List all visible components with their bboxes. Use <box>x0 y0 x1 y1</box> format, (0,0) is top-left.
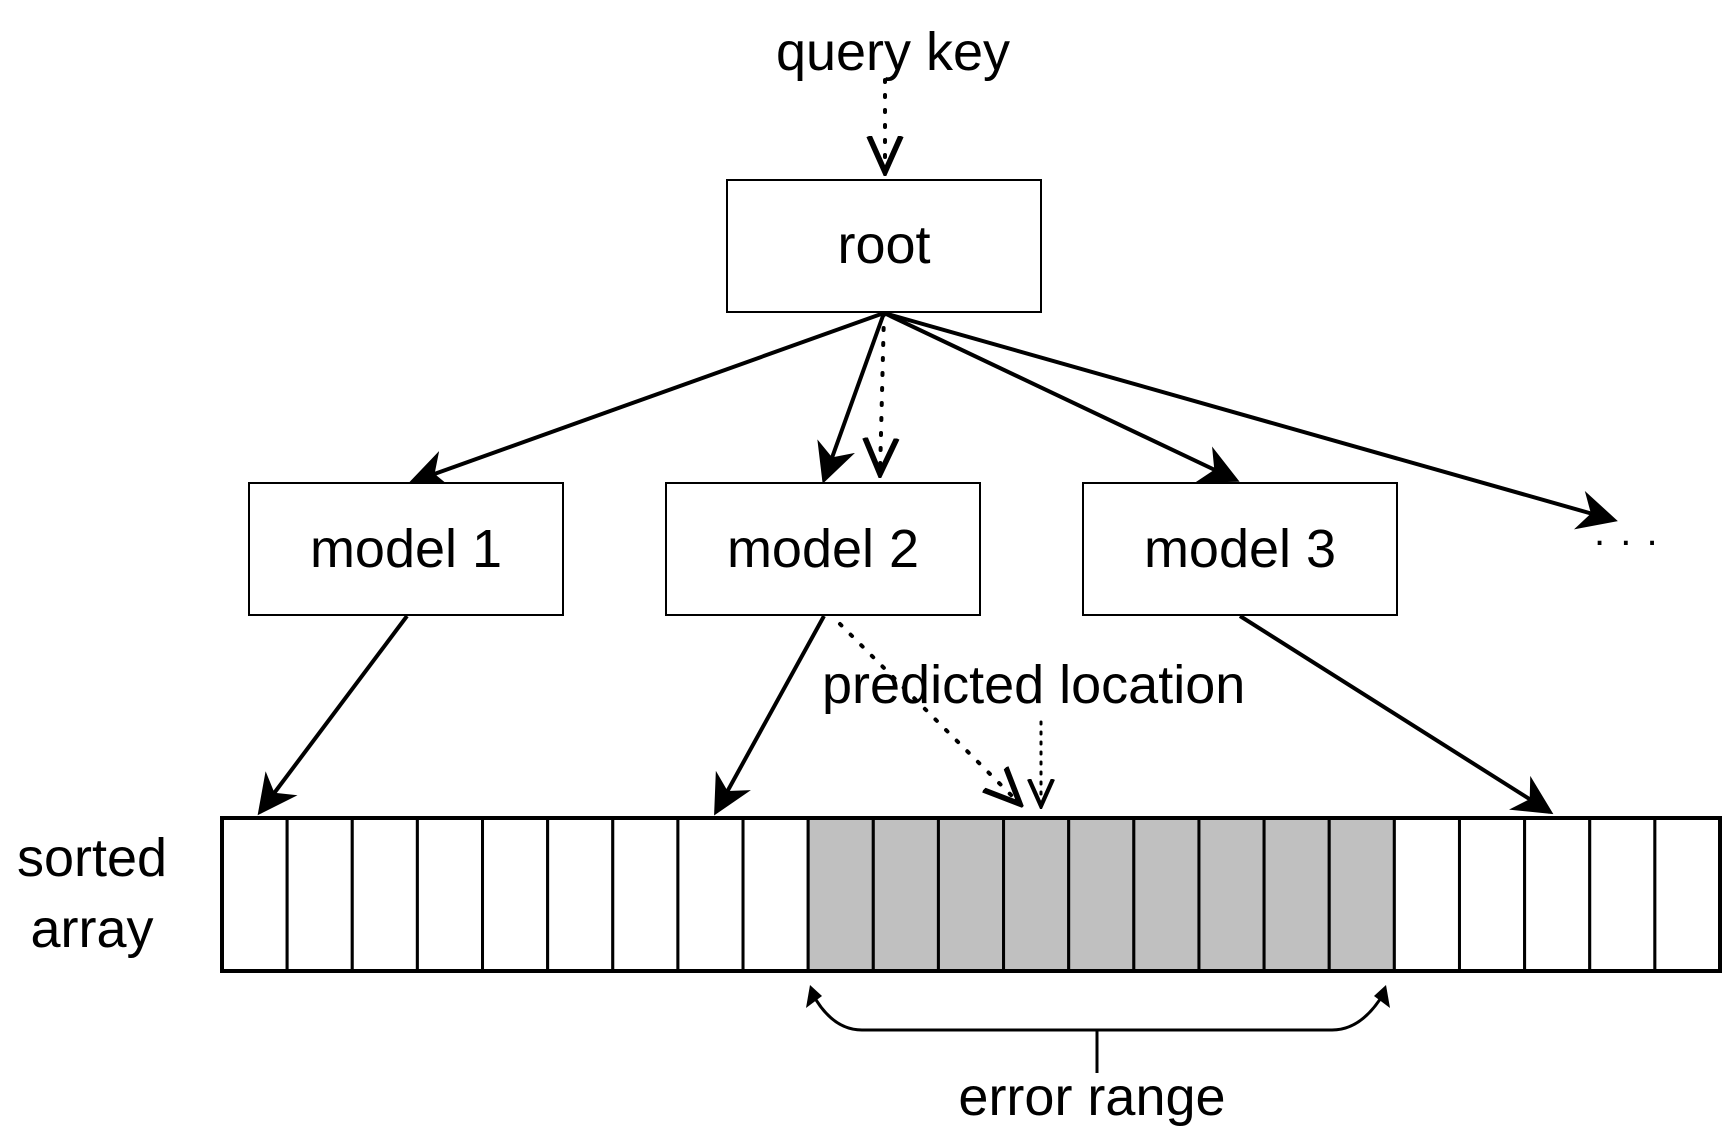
model-3-node: model 3 <box>1082 482 1398 616</box>
array-cell-error-range <box>1002 816 1071 973</box>
model-3-label: model 3 <box>1144 519 1336 579</box>
error-range-left-tip <box>806 985 822 1008</box>
error-range-label: error range <box>958 1067 1225 1127</box>
model-1-node: model 1 <box>248 482 564 616</box>
more-models-ellipsis: . . . <box>1594 510 1660 554</box>
sorted-array-label-line1: sorted <box>17 828 167 888</box>
array-cell <box>285 816 354 973</box>
array-cell-error-range <box>1067 816 1136 973</box>
array-cell-error-range <box>936 816 1006 973</box>
array-cell-error-range <box>806 816 875 973</box>
root-to-model1-edge <box>408 311 885 489</box>
array-cell <box>611 816 680 973</box>
array-cell-error-range <box>1132 816 1201 973</box>
array-cell <box>415 816 485 973</box>
root-label: root <box>837 215 930 275</box>
model3-to-array-edge <box>1238 614 1554 815</box>
model2-to-predicted-location-path <box>838 622 1020 804</box>
query-key-label: query key <box>776 22 1010 82</box>
array-cell <box>481 816 550 973</box>
array-cell <box>741 816 810 973</box>
array-cell <box>350 816 419 973</box>
error-range-right-tip <box>1374 985 1390 1008</box>
root-to-model2-query-path <box>880 311 884 474</box>
sorted-array <box>220 816 1722 973</box>
error-range-brace <box>810 992 1386 1032</box>
array-cell <box>546 816 615 973</box>
model-2-node: model 2 <box>665 482 981 616</box>
array-cell <box>1523 816 1592 973</box>
array-cell <box>1588 816 1657 973</box>
array-cell <box>676 816 745 973</box>
array-cell-error-range <box>871 816 940 973</box>
array-cell <box>220 816 289 973</box>
array-cell-error-range <box>1327 816 1396 973</box>
root-to-model3-edge <box>883 311 1240 483</box>
root-node: root <box>726 179 1042 313</box>
sorted-array-label-line2: array <box>30 899 153 959</box>
root-to-model2-edge <box>817 312 886 484</box>
model2-to-array-edge <box>714 615 826 816</box>
array-cell <box>1653 816 1722 973</box>
array-cell <box>1392 816 1461 973</box>
array-cell-error-range <box>1197 816 1266 973</box>
sorted-array-outline <box>220 816 1722 973</box>
model-2-label: model 2 <box>727 519 919 579</box>
root-to-more-models-edge <box>883 311 1618 530</box>
model-1-label: model 1 <box>310 519 502 579</box>
array-cell-error-range <box>1262 816 1331 973</box>
model1-to-array-edge <box>257 614 409 816</box>
array-cell <box>1457 816 1527 973</box>
predicted-location-label: predicted location <box>822 655 1245 715</box>
